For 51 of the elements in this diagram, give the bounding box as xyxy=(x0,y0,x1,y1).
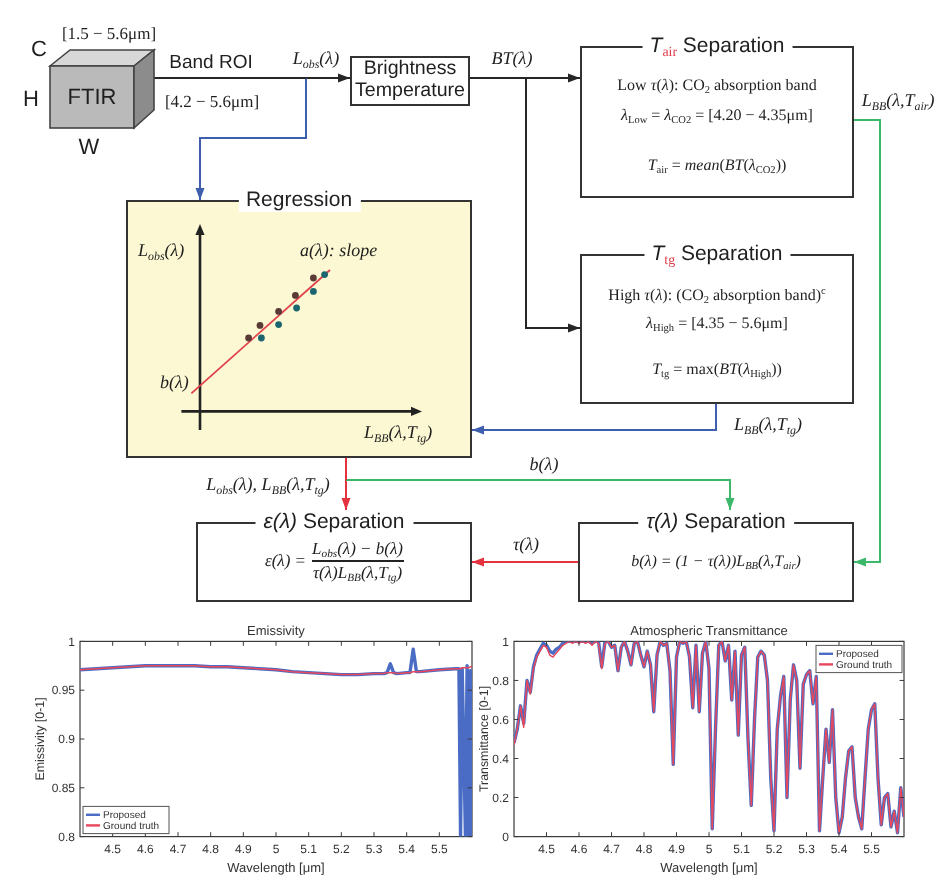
dimension-label: W xyxy=(78,134,100,160)
node-label: FTIR xyxy=(67,85,117,109)
arrow xyxy=(471,557,579,567)
axis-label: L$_{BB}$(λ,T$_{tg}$) xyxy=(364,422,433,442)
slope-label: a(λ): slope xyxy=(300,240,378,260)
box-text: High τ(λ): (CO$_{2}$ absorption band)$^{c}$ xyxy=(608,285,826,305)
axis-label: L$_{obs}$(λ) xyxy=(138,240,185,260)
dimension-label: H xyxy=(23,86,39,112)
box-text: Low τ(λ): CO$_{2}$ absorption band xyxy=(617,76,817,96)
formula-text: L$_{obs}$(λ) − b(λ) xyxy=(312,537,403,558)
arrow xyxy=(345,479,735,511)
edge-label: L$_{BB}$(λ,T$_{tg}$) xyxy=(731,416,805,436)
formula-text: ε(λ) = xyxy=(264,550,307,570)
box-title: ε(λ) Separation xyxy=(255,510,413,534)
connector-line xyxy=(153,77,307,79)
formula-text: T$_{air}$ = mean(BT(λ$_{CO2}$)) xyxy=(647,155,787,175)
arrow xyxy=(853,119,881,567)
edge-label: BT(λ) xyxy=(489,50,535,70)
formula-text: λ$_{Low}$ = λ$_{CO2}$ = [4.20 − 4.35μm] xyxy=(621,105,813,125)
node-label: Brightness Temperature xyxy=(353,60,467,102)
box-title: T$_{air}$ Separation xyxy=(641,34,793,58)
edge-label: L$_{obs}$(λ), L$_{BB}$(λ,T$_{tg}$) xyxy=(204,476,332,496)
formula-text: b(λ) = (1 − τ(λ))L$_{BB}$(λ,T$_{air}$) xyxy=(631,552,801,572)
edge-label: L$_{BB}$(λ,T$_{air}$) xyxy=(859,92,937,112)
edge-label: τ(λ) xyxy=(510,536,542,556)
arrow xyxy=(525,73,581,83)
range-label: [4.2 − 5.6μm] xyxy=(164,91,260,111)
connector-line xyxy=(469,77,527,79)
process-box xyxy=(578,510,854,602)
intercept-label: b(λ) xyxy=(160,372,189,392)
process-box xyxy=(196,510,472,602)
formula-text: T$_{tg}$ = max(BT(λ$_{High}$)) xyxy=(652,360,782,380)
arrow xyxy=(341,479,351,511)
edge-label: Band ROI xyxy=(167,53,255,75)
range-label: [1.5 − 5.6μm] xyxy=(61,23,157,43)
arrow xyxy=(305,73,351,83)
edge-label: b(λ) xyxy=(527,456,561,476)
formula-text: τ(λ)L$_{BB}$(λ,T$_{tg}$) xyxy=(312,562,403,583)
arrow xyxy=(195,77,307,201)
process-box xyxy=(580,242,854,404)
box-title: Regression xyxy=(237,188,361,212)
box-title: T$_{tg}$ Separation xyxy=(643,242,791,266)
process-box xyxy=(580,34,854,198)
regression-panel xyxy=(126,188,472,458)
arrow xyxy=(525,77,581,333)
arrow xyxy=(471,403,717,435)
dimension-label: C xyxy=(31,37,47,63)
formula-text: λ$_{High}$ = [4.35 − 5.6μm] xyxy=(646,313,788,333)
box-title: τ(λ) Separation xyxy=(638,510,794,534)
connector-line xyxy=(345,457,347,481)
signal-label: L$_{obs}$(λ) xyxy=(292,50,340,70)
